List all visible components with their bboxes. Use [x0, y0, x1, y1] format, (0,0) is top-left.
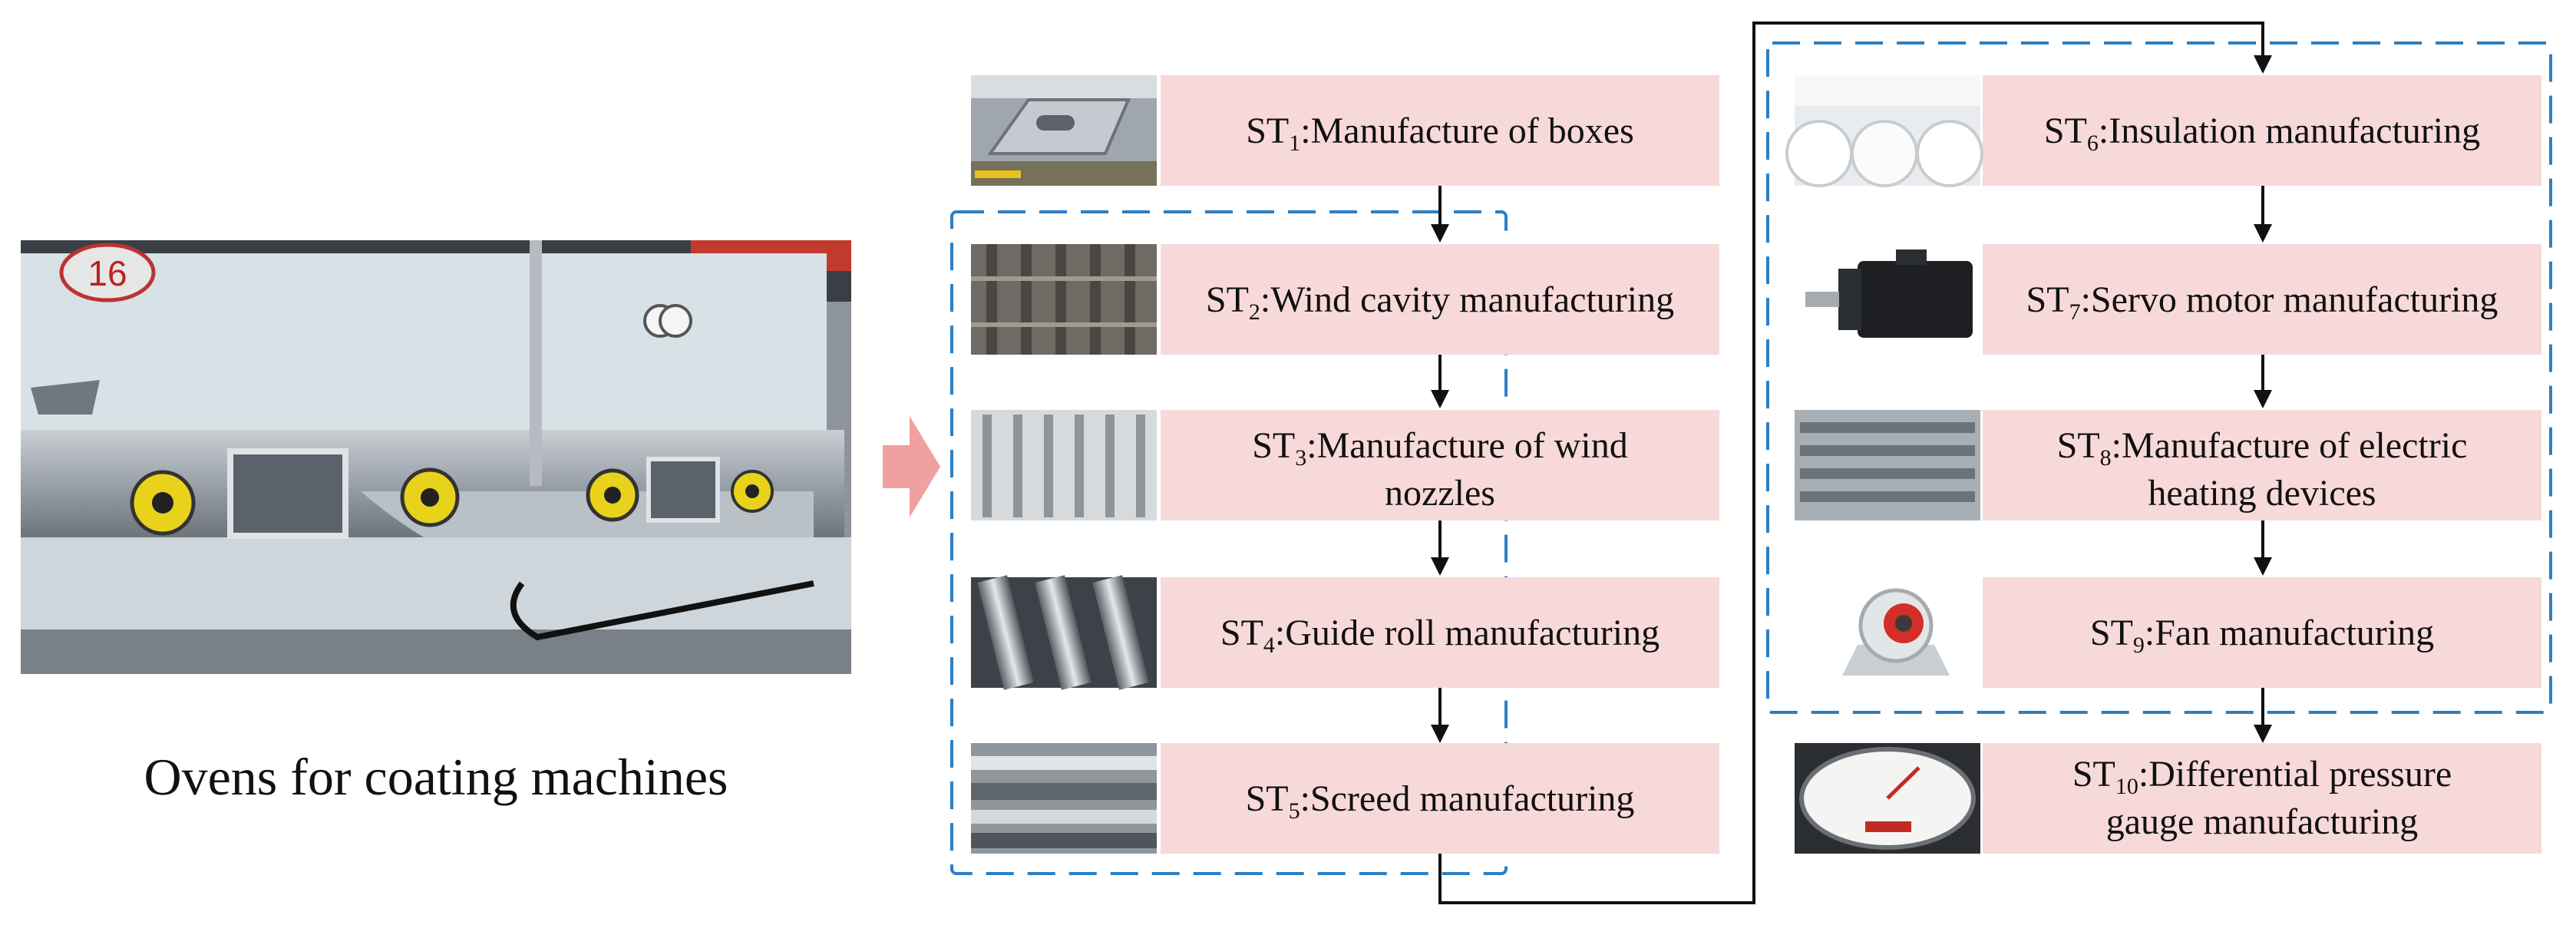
stage-label-st5: ST5:Screed manufacturing: [1246, 778, 1635, 824]
stage-label-st3-line2: nozzles: [1385, 473, 1495, 514]
stage-label-st3: ST3:Manufacture of wind: [1252, 425, 1628, 471]
group-left: [950, 210, 1508, 875]
centrifugal-fan-image: [1795, 577, 1980, 688]
stage-box-st3: [1161, 410, 1719, 520]
stage-label-st2: ST2:Wind cavity manufacturing: [1206, 279, 1674, 325]
stage-box-st8: [1983, 410, 2541, 520]
stage-box-st5: [1161, 743, 1719, 854]
wind-nozzle-rack-image: [971, 410, 1157, 520]
number-plate: [59, 243, 156, 302]
input-arrow: [883, 416, 940, 517]
stage-box-st7: [1983, 244, 2541, 355]
stage-box-st2: [1161, 244, 1719, 355]
stage-label-st9: ST9:Fan manufacturing: [2090, 613, 2434, 658]
stage-box-st6: [1983, 75, 2541, 186]
stage-label-st8: ST8:Manufacture of electric: [2057, 425, 2468, 471]
connector-st5-st6: [1438, 21, 2264, 904]
wind-cavity-panel-image: [971, 244, 1157, 355]
flow-connectors: [1431, 21, 2272, 904]
stage-box-st10: [1983, 743, 2541, 854]
screed-bars-image: [971, 743, 1157, 854]
stage-label-st6: ST6:Insulation manufacturing: [2044, 111, 2480, 156]
stage-label-st8-line2: heating devices: [2148, 473, 2376, 514]
group-right: [1766, 41, 2552, 714]
pressure-gauge-image: [1795, 743, 1980, 854]
stage-label-st1: ST1:Manufacture of boxes: [1246, 111, 1634, 156]
insulation-rolls-image: [1785, 75, 1983, 187]
servo-motor-image: [1795, 244, 1980, 355]
electric-heater-image: [1795, 410, 1980, 520]
steel-box-frame-image: [971, 75, 1157, 186]
guide-rolls-image: [971, 575, 1157, 690]
oven-caption: Ovens for coating machines: [144, 748, 728, 806]
stage-label-st10: ST10:Differential pressure: [2072, 754, 2452, 799]
oven-photo: 16: [21, 240, 851, 674]
stage-label-st4: ST4:Guide roll manufacturing: [1220, 613, 1660, 658]
stage-label-st10-line2: gauge manufacturing: [2106, 801, 2419, 842]
number-plate-text: 16: [88, 253, 127, 293]
stage-box-st9: [1983, 577, 2541, 688]
stage-box-st4: [1161, 577, 1719, 688]
stage-box-st1: [1161, 75, 1719, 186]
stage-label-st7: ST7:Servo motor manufacturing: [2026, 279, 2498, 325]
